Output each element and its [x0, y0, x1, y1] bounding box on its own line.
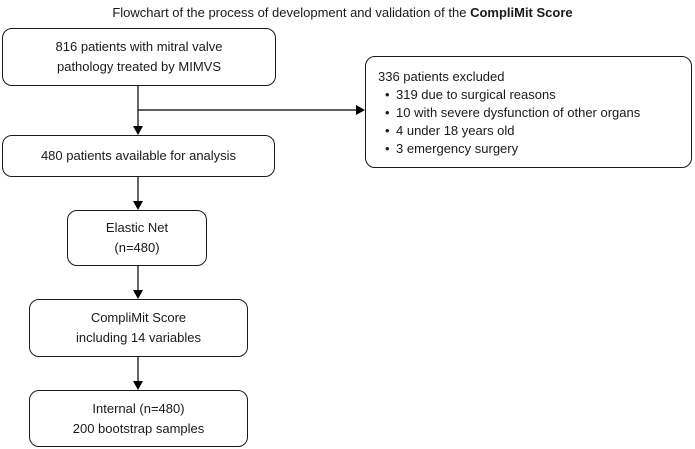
box-excluded-patients: 336 patients excluded 319 due to surgica… [365, 56, 692, 168]
box-816-patients: 816 patients with mitral valve pathology… [2, 28, 276, 86]
box-816-patients-line2: pathology treated by MIMVS [56, 59, 222, 74]
box-480-patients: 480 patients available for analysis [2, 135, 275, 177]
box-internal-validation-line1: Internal (n=480) [92, 400, 185, 416]
box-elastic-net-line1: Elastic Net [105, 220, 169, 235]
box-elastic-net: Elastic Net (n=480) [67, 210, 207, 266]
box-complimit-score-line2: including 14 variables [75, 330, 202, 345]
box-816-patients-line1: 816 patients with mitral valve [55, 39, 223, 54]
box-elastic-net-line2: (n=480) [114, 240, 160, 255]
figure-title-bold: CompliMit Score [470, 5, 573, 20]
box-480-patients-line1: 480 patients available for analysis [40, 148, 237, 163]
box-complimit-score: CompliMit Score including 14 variables [29, 299, 248, 357]
excluded-item-under-18: 4 under 18 years old [378, 122, 640, 140]
figure-title-text: Flowchart of the process of development … [112, 5, 471, 20]
excluded-item-dysfunction: 10 with severe dysfunction of other orga… [378, 104, 640, 122]
excluded-item-surgical: 319 due to surgical reasons [378, 86, 640, 104]
excluded-item-emergency: 3 emergency surgery [378, 140, 640, 158]
box-internal-validation-line2: 200 bootstrap samples [72, 420, 205, 436]
excluded-heading: 336 patients excluded [378, 69, 505, 84]
excluded-list: 319 due to surgical reasons 10 with seve… [378, 86, 640, 158]
box-complimit-score-line1: CompliMit Score [90, 310, 187, 325]
box-internal-validation: Internal (n=480) 200 bootstrap samples [29, 390, 248, 447]
figure-title: Flowchart of the process of development … [0, 4, 685, 21]
